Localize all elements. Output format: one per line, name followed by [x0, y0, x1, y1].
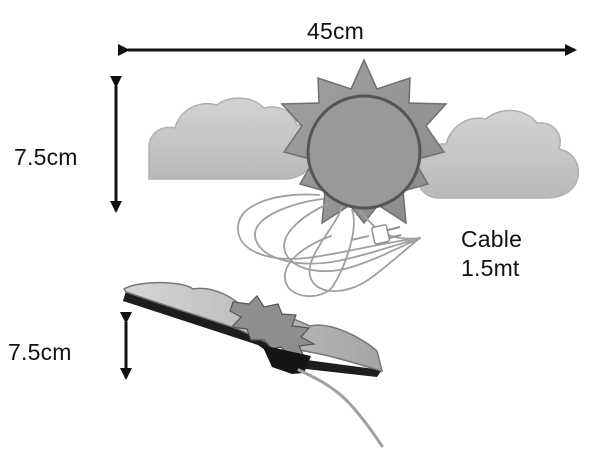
power-cable-coil — [237, 193, 421, 298]
cable-length-label: Cable 1.5mt — [461, 225, 522, 283]
bottom-height-dimension-label: 7.5cm — [8, 339, 72, 365]
top-height-dimension-label: 7.5cm — [14, 144, 78, 170]
sun-center-disk — [306, 94, 422, 210]
side-mount-base — [262, 345, 311, 374]
side-product-view — [122, 281, 384, 448]
side-power-cable — [297, 368, 384, 448]
cable-label-line-1: Cable — [461, 226, 523, 252]
top-product-view — [148, 58, 580, 298]
cable-label-line-2: 1.5mt — [461, 255, 520, 281]
cable-plug — [350, 224, 402, 245]
right-cloud-panel — [417, 109, 580, 199]
width-dimension-label: 45cm — [307, 18, 365, 44]
side-sun-rays — [229, 295, 316, 358]
